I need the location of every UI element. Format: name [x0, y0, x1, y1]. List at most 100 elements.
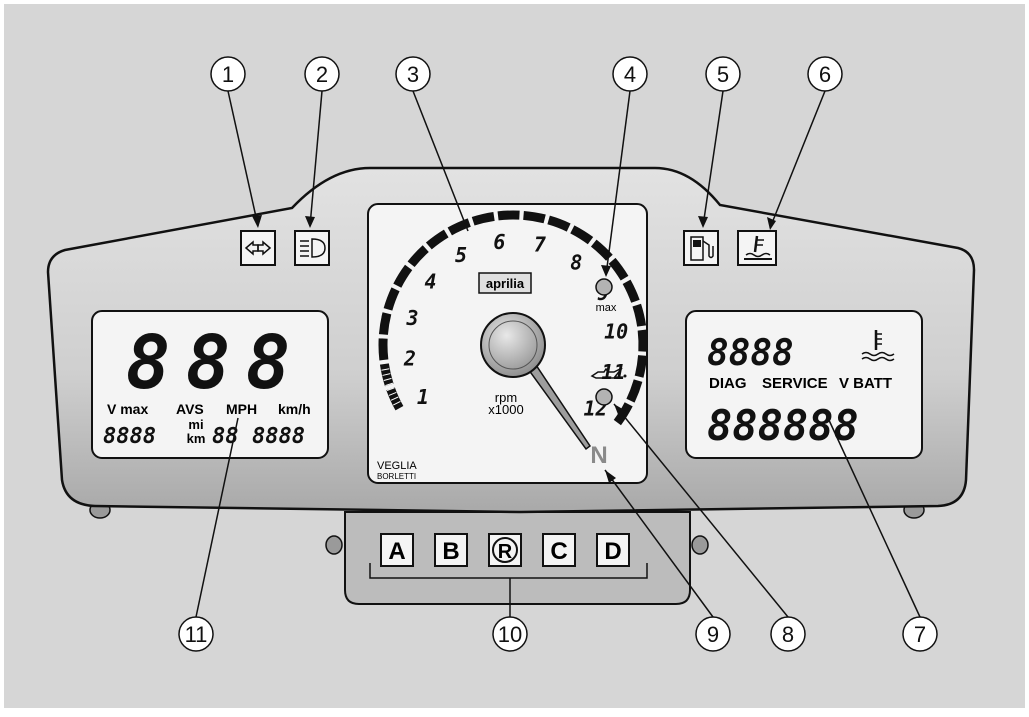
callout-1: 1: [210, 56, 246, 92]
callout-2: 2: [304, 56, 340, 92]
avs-label: AVS: [176, 401, 204, 417]
tach-number-5: 5: [455, 243, 467, 267]
info-display: [685, 310, 923, 459]
svg-text:5: 5: [717, 62, 729, 87]
svg-text:7: 7: [914, 622, 926, 647]
rpm-label: rpm: [495, 390, 517, 405]
button-d-label: D: [604, 538, 621, 565]
tach-number-6: 6: [493, 230, 505, 254]
tach-band-segment: [383, 287, 400, 311]
tach-band-segment: [523, 210, 546, 224]
brand-logo-text: aprilia: [486, 276, 525, 291]
svg-text:6: 6: [819, 62, 831, 87]
tach-band-segment: [393, 264, 413, 288]
leader-6: [769, 90, 826, 229]
mi-label: mi: [188, 417, 203, 432]
speed-digit-2: 8: [186, 320, 231, 406]
tach-minor-tick: [388, 391, 397, 396]
neutral-indicator: N: [590, 442, 607, 469]
turn-signal-icon: [240, 230, 276, 266]
button-reset[interactable]: R: [488, 533, 522, 567]
tach-band-segment: [637, 329, 648, 352]
button-group-bracket: [369, 563, 648, 579]
tach-minor-tick: [392, 401, 401, 406]
fuel-pump-icon: [683, 230, 719, 266]
leader-arrowheads: [252, 215, 776, 483]
callout-3: 3: [395, 56, 431, 92]
leader-3: [412, 90, 469, 232]
service-label: SERVICE: [762, 375, 828, 392]
button-reset-label: R: [498, 541, 513, 563]
tach-band-segment: [471, 211, 495, 226]
diag-label: DIAG: [709, 375, 747, 392]
tach-minor-tick: [385, 382, 394, 387]
tach-number-3: 3: [406, 306, 419, 330]
pod-lug-left: [325, 535, 343, 555]
vbatt-label: V BATT: [839, 375, 892, 392]
trip-right-digits: 8888: [252, 424, 305, 449]
tach-band-segment: [378, 338, 389, 361]
callout-leaders: [195, 90, 921, 618]
tach-number-2: 2: [403, 347, 416, 371]
tach-band-segment: [608, 257, 629, 281]
callout-11: 11: [178, 616, 214, 652]
tach-number-1: 1: [417, 385, 429, 409]
needle-hub-ring: [488, 320, 538, 370]
callout-9: 9: [695, 616, 731, 652]
button-a-label: A: [388, 538, 405, 565]
tach-band-segment: [634, 355, 648, 378]
svg-text:2: 2: [316, 62, 328, 87]
callout-6: 6: [807, 56, 843, 92]
button-a[interactable]: A: [380, 533, 414, 567]
tach-minor-tick: [382, 373, 391, 376]
tach-number-7: 7: [534, 233, 546, 257]
tach-band-segment: [632, 303, 647, 327]
button-d[interactable]: D: [596, 533, 630, 567]
svg-text:3: 3: [407, 62, 419, 87]
info-top-digits: 8888: [707, 333, 794, 374]
callout-4: 4: [612, 56, 648, 92]
tach-number-4: 4: [424, 270, 436, 294]
trip-left-digits: 8888: [103, 424, 156, 449]
tach-band-segment: [570, 225, 594, 245]
callout-10: 10: [492, 616, 528, 652]
km-label: km: [187, 431, 206, 446]
callout-8: 8: [770, 616, 806, 652]
tach-band-segment: [613, 402, 633, 426]
leader-7: [827, 417, 921, 618]
brand-plate: [478, 272, 532, 294]
pod-lug-right: [691, 535, 709, 555]
maker-sublabel: BORLETTI: [377, 472, 416, 481]
tach-minor-tick: [386, 387, 395, 392]
tach-band-segment: [547, 215, 571, 232]
max-label: max: [596, 302, 617, 314]
maker-label: VEGLIA: [377, 460, 417, 472]
tach-minor-tick: [390, 396, 399, 401]
tach-band-segment: [590, 239, 613, 261]
leader-5: [702, 90, 724, 227]
speed-digit-3: 8: [246, 320, 291, 406]
svg-text:8: 8: [782, 622, 794, 647]
button-c[interactable]: C: [542, 533, 576, 567]
rpm-multiplier-label: x1000: [488, 402, 523, 417]
leader-9: [604, 469, 714, 618]
tach-band-segment: [447, 218, 471, 236]
callout-5: 5: [705, 56, 741, 92]
tach-band-segment: [497, 210, 520, 221]
svg-text:4: 4: [624, 62, 636, 87]
svg-text:10: 10: [498, 622, 522, 647]
svg-text:9: 9: [707, 622, 719, 647]
button-b[interactable]: B: [434, 533, 468, 567]
tach-band-segment: [378, 312, 392, 335]
leader-8: [613, 403, 789, 618]
tach-number-10: 10: [604, 319, 628, 343]
tach-band-segment: [425, 229, 449, 250]
high-beam-icon: [294, 230, 330, 266]
tachometer-scale-band: [378, 210, 648, 426]
vmax-label: V max: [107, 401, 148, 417]
tach-minor-tick: [383, 377, 392, 382]
mph-label: MPH: [226, 401, 257, 417]
button-c-label: C: [550, 538, 567, 565]
